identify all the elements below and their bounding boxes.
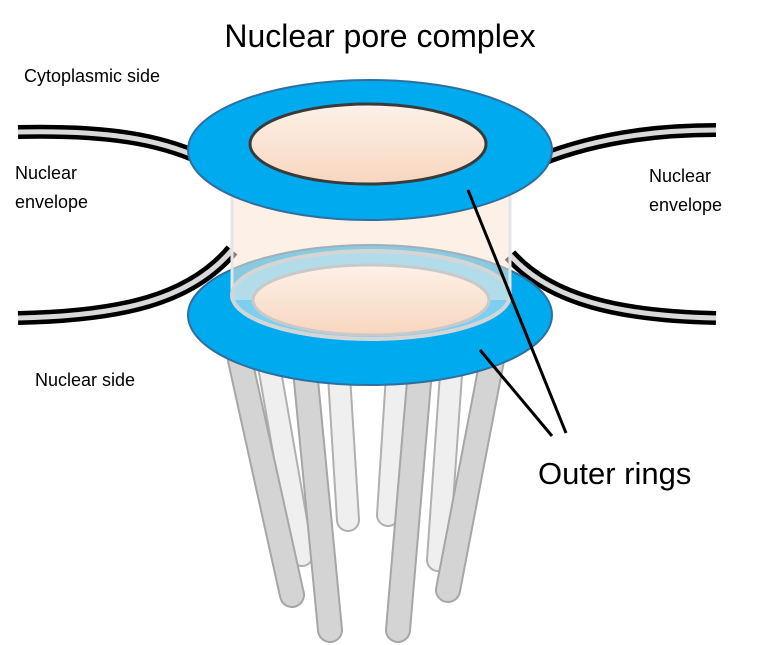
diagram-title: Nuclear pore complex — [224, 18, 535, 54]
cytoplasmic-side-label: Cytoplasmic side — [24, 66, 160, 86]
nuclear-envelope-left — [17, 124, 238, 325]
nuclear-envelope-right-label-line1: Nuclear — [649, 166, 711, 186]
nuclear-envelope-left-label-line2: envelope — [15, 192, 88, 212]
nuclear-basket-front — [227, 347, 505, 643]
nuclear-envelope-right — [504, 123, 717, 325]
outer-rings-leader-lines — [466, 189, 568, 437]
pore-opening-top — [248, 102, 488, 186]
nuclear-envelope-right-label-line2: envelope — [649, 195, 722, 215]
nuclear-basket-back — [256, 348, 464, 572]
nuclear-envelope-left-label-line1: Nuclear — [15, 163, 77, 183]
outer-rings-label: Outer rings — [538, 456, 691, 491]
nuclear-side-label: Nuclear side — [35, 370, 135, 390]
